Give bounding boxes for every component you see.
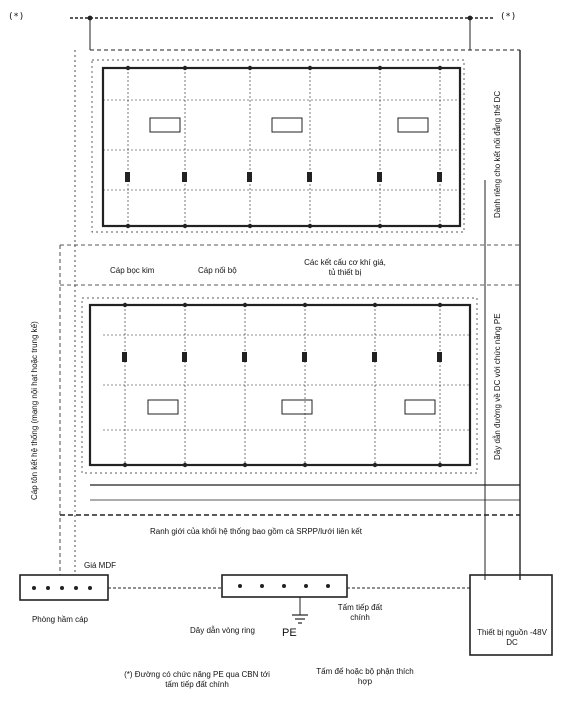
boundary-label: Ranh giới của khối hệ thống bao gồm cả S… [150, 527, 362, 536]
power-unit-label: Thiết bị nguồn -48V DC [477, 628, 547, 647]
internal-cable-label: Cáp nối bộ [198, 266, 237, 275]
power-unit-box [469, 574, 553, 656]
lower-rack-frame [88, 303, 472, 467]
corner-left-label: (*) [8, 12, 25, 22]
relay-icon [147, 117, 436, 415]
pe-label: PE [282, 627, 297, 639]
footnote-pe-label: (*) Đường có chức năng PE qua CBN tới tấ… [124, 670, 270, 689]
upper-rack-frame [101, 66, 462, 228]
mech-structure-label: Các kết cấu cơ khí giá, tủ thiết bị [304, 258, 386, 277]
ground-icon [292, 614, 308, 624]
cable-vault-label: Phòng hầm cáp [31, 615, 89, 624]
base-plate-label: Tấm đế hoặc bộ phận thích hợp [316, 667, 414, 686]
corner-right-label: (*) [500, 12, 517, 22]
system-cable-label: Cáp tôn kết hệ thống (mạng nội hạt hoặc … [30, 321, 39, 500]
ring-conductor-label: Dây dẫn vòng ring [190, 626, 255, 635]
main-ground-plate-box [221, 574, 348, 598]
mdf-rack-label: Giá MDF [84, 561, 116, 570]
main-ground-plate-label: Tấm tiếp đất chính [337, 603, 383, 622]
metal-cable-label: Cáp bọc kim [110, 266, 155, 275]
dc-return-pe-label: Dây dẫn đường về DC với chức năng PE [493, 313, 502, 460]
dc-dedicated-label: Dành riêng cho kết nối đẳng thế DC [493, 90, 502, 218]
